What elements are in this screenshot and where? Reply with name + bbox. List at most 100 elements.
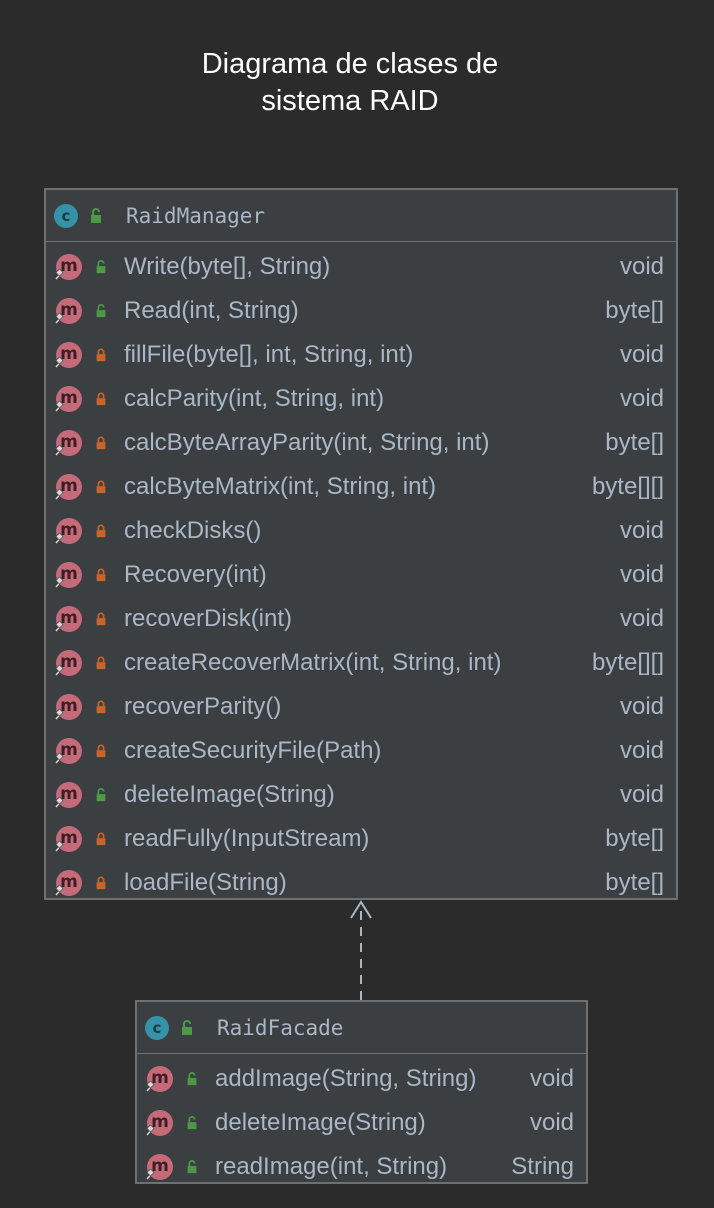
method-return-type: String xyxy=(511,1153,574,1180)
method-list: Write(byte[], String)voidRead(int, Strin… xyxy=(46,242,676,904)
method-icon xyxy=(55,694,82,720)
method-return-type: byte[] xyxy=(605,869,664,896)
method-icon xyxy=(146,1110,173,1136)
pin-icon xyxy=(146,1081,155,1092)
pin-icon xyxy=(55,533,64,544)
method-row[interactable]: loadFile(String) byte[] xyxy=(46,860,676,904)
method-row[interactable]: Recovery(int)void xyxy=(46,552,676,596)
method-row[interactable]: calcByteMatrix(int, String, int)byte[][] xyxy=(46,464,676,508)
pin-icon xyxy=(55,841,64,852)
method-row[interactable]: deleteImage(String)void xyxy=(137,1100,586,1144)
pin-icon xyxy=(55,489,64,500)
public-lock-icon xyxy=(96,788,106,802)
method-signature: calcParity(int, String, int) xyxy=(124,385,385,412)
method-list: addImage(String, String) void deleteImage(… xyxy=(137,1054,586,1188)
method-signature: Read(int, String) xyxy=(124,297,299,324)
private-lock-icon xyxy=(96,744,106,758)
private-lock-icon xyxy=(96,436,106,450)
pin-icon xyxy=(55,269,64,280)
dependency-arrowhead xyxy=(350,900,372,919)
method-signature: readImage(int, String) xyxy=(215,1153,448,1180)
method-icon xyxy=(55,782,82,808)
class-header: RaidManager xyxy=(46,190,676,242)
method-row[interactable]: readImage(int, String) String xyxy=(137,1144,586,1188)
method-row[interactable]: Write(byte[], String)void xyxy=(46,244,676,288)
class-raidmanager[interactable]: RaidManager Write(byte[], String)voidRea… xyxy=(44,188,678,900)
method-signature: Write(byte[], String) xyxy=(124,253,331,280)
pin-icon xyxy=(55,709,64,720)
method-row[interactable]: createSecurityFile(Path) void xyxy=(46,728,676,772)
pin-icon xyxy=(55,313,64,324)
method-icon xyxy=(55,386,82,412)
method-signature: createSecurityFile(Path) xyxy=(124,737,382,764)
method-icon xyxy=(55,826,82,852)
method-signature: Recovery(int) xyxy=(124,561,267,588)
public-lock-icon xyxy=(187,1160,197,1174)
method-icon xyxy=(146,1066,173,1092)
diagram-title-line-1: Diagrama de clases de xyxy=(201,48,499,80)
method-row[interactable]: readFully(InputStream)byte[] xyxy=(46,816,676,860)
public-lock-icon xyxy=(187,1116,197,1130)
method-row[interactable]: checkDisks()void xyxy=(46,508,676,552)
method-icon xyxy=(55,738,82,764)
method-return-type: void xyxy=(529,1065,574,1092)
method-icon xyxy=(55,474,82,500)
method-row[interactable]: deleteImage(String)void xyxy=(46,772,676,816)
method-icon xyxy=(55,562,82,588)
private-lock-icon xyxy=(96,392,106,406)
diagram-title: Diagrama de clases de sistema RAID xyxy=(0,46,700,120)
public-lock-icon xyxy=(187,1072,197,1086)
method-row[interactable]: calcParity(int, String, int)void xyxy=(46,376,676,420)
method-row[interactable]: recoverParity()void xyxy=(46,684,676,728)
class-header: RaidFacade xyxy=(137,1002,586,1054)
class-raidfacade[interactable]: RaidFacade addImage(String, String) void d… xyxy=(135,1000,588,1184)
method-signature: checkDisks() xyxy=(124,517,262,544)
method-signature: recoverParity() xyxy=(124,693,282,720)
method-icon xyxy=(55,518,82,544)
method-icon xyxy=(55,606,82,632)
private-lock-icon xyxy=(96,656,106,670)
private-lock-icon xyxy=(96,876,106,890)
public-lock-icon xyxy=(96,260,106,274)
method-return-type: void xyxy=(619,605,664,632)
pin-icon xyxy=(146,1169,155,1180)
private-lock-icon xyxy=(96,700,106,714)
pin-icon xyxy=(55,885,64,896)
public-lock-icon xyxy=(91,208,101,223)
pin-icon xyxy=(55,797,64,808)
method-row[interactable]: fillFile(byte[], int, String, int)void xyxy=(46,332,676,376)
method-return-type: void xyxy=(619,781,664,808)
class-name: RaidFacade xyxy=(217,1016,344,1040)
method-row[interactable]: Read(int, String) byte[] xyxy=(46,288,676,332)
method-icon xyxy=(55,430,82,456)
public-lock-icon xyxy=(182,1020,192,1035)
class-icon xyxy=(54,204,78,228)
class-name: RaidManager xyxy=(126,204,266,228)
private-lock-icon xyxy=(96,480,106,494)
method-row[interactable]: createRecoverMatrix(int, String, int)byt… xyxy=(46,640,676,684)
public-lock-icon xyxy=(96,304,106,318)
method-signature: addImage(String, String) xyxy=(215,1065,477,1092)
method-signature: recoverDisk(int) xyxy=(124,605,293,632)
pin-icon xyxy=(55,445,64,456)
method-icon xyxy=(55,254,82,280)
method-return-type: void xyxy=(619,341,664,368)
method-icon xyxy=(55,650,82,676)
method-icon xyxy=(55,342,82,368)
method-return-type: byte[] xyxy=(605,297,664,324)
method-row[interactable]: recoverDisk(int) void xyxy=(46,596,676,640)
method-icon xyxy=(55,870,82,896)
method-row[interactable]: addImage(String, String) void xyxy=(137,1056,586,1100)
method-icon xyxy=(55,298,82,324)
method-row[interactable]: calcByteArrayParity(int, String, int) byt… xyxy=(46,420,676,464)
pin-icon xyxy=(146,1125,155,1136)
method-signature: calcByteArrayParity(int, String, int) xyxy=(124,429,490,456)
method-return-type: void xyxy=(619,737,664,764)
method-signature: loadFile(String) xyxy=(124,869,287,896)
method-signature: createRecoverMatrix(int, String, int) xyxy=(124,649,502,676)
pin-icon xyxy=(55,621,64,632)
method-icon xyxy=(146,1154,173,1180)
pin-icon xyxy=(55,665,64,676)
method-return-type: byte[] xyxy=(605,429,664,456)
